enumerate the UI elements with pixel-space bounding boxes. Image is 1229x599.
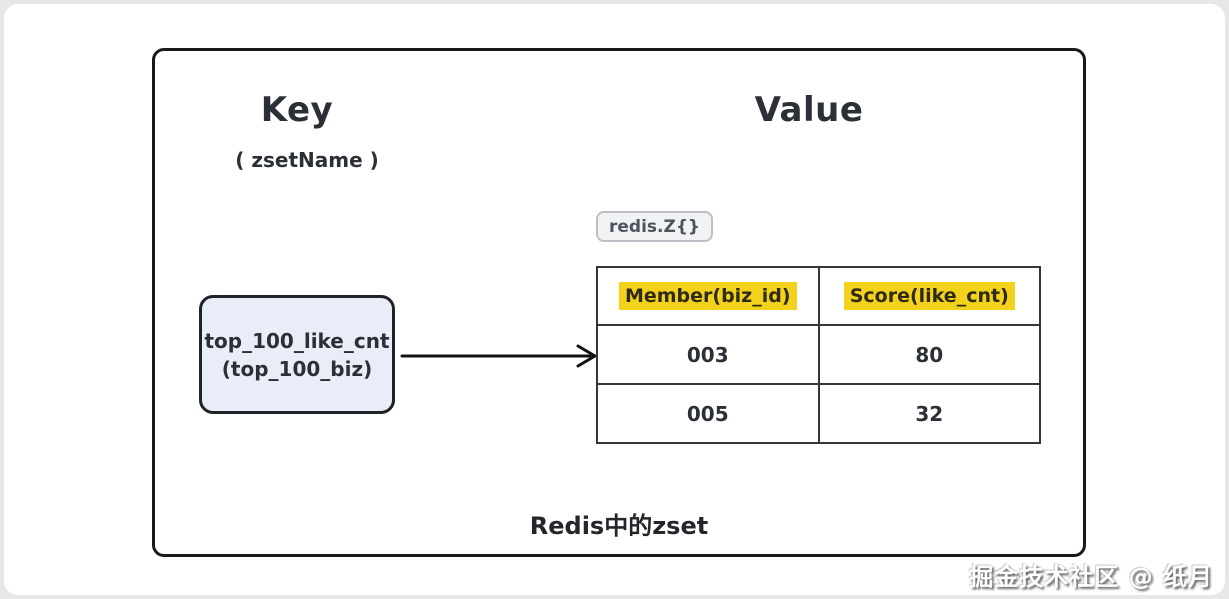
diagram-frame xyxy=(152,48,1086,557)
diagram-caption: Redis中的zset xyxy=(529,512,709,540)
key-name-line2: (top_100_biz) xyxy=(221,356,373,381)
key-name-line1: top_100_like_cnt xyxy=(204,328,390,353)
member-header-highlight: Member(biz_id) xyxy=(618,282,797,310)
key-name-box: top_100_like_cnt (top_100_biz) xyxy=(199,295,395,414)
key-to-value-arrow-icon xyxy=(400,344,597,368)
score-cell: 32 xyxy=(817,383,1041,444)
score-header-highlight: Score(like_cnt) xyxy=(843,282,1015,310)
score-header-cell: Score(like_cnt) xyxy=(817,266,1041,326)
table-row: 005 32 xyxy=(596,383,1041,444)
zset-table-header-row: Member(biz_id) Score(like_cnt) xyxy=(596,266,1041,326)
member-header-cell: Member(biz_id) xyxy=(596,266,820,326)
table-row: 003 80 xyxy=(596,324,1041,385)
zset-table: Member(biz_id) Score(like_cnt) 003 80 00… xyxy=(596,266,1041,444)
key-subtitle: ( zsetName ) xyxy=(235,148,379,172)
diagram-canvas: Key ( zsetName ) Value redis.Z{} top_100… xyxy=(4,4,1225,595)
watermark: 掘金技术社区 @ 纸月 xyxy=(969,563,1213,591)
value-heading: Value xyxy=(754,90,864,130)
key-heading: Key xyxy=(260,90,334,130)
member-cell: 003 xyxy=(596,324,820,385)
score-cell: 80 xyxy=(817,324,1041,385)
redis-type-badge: redis.Z{} xyxy=(596,211,714,242)
member-cell: 005 xyxy=(596,383,820,444)
